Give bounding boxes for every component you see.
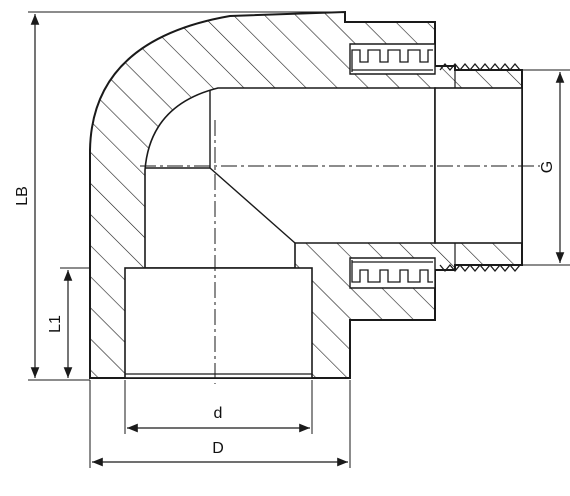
label-l1: L1 [47, 315, 64, 333]
extension-lines [28, 11, 570, 468]
label-lb: LB [14, 186, 31, 206]
dimension-lb: LB [14, 13, 40, 378]
male-thread [434, 62, 523, 273]
insert-teeth-bottom [349, 257, 436, 289]
dimension-d-small: d [127, 405, 310, 433]
label-g: G [539, 161, 556, 173]
dimension-d-large: D [92, 440, 348, 467]
dimension-g: G [539, 72, 565, 263]
internal-bore [124, 87, 436, 379]
label-d-large: D [212, 440, 224, 457]
insert-teeth-top [349, 43, 436, 75]
centerlines [140, 120, 540, 384]
dimension-l1: L1 [47, 270, 73, 378]
label-d-small: d [214, 405, 223, 422]
